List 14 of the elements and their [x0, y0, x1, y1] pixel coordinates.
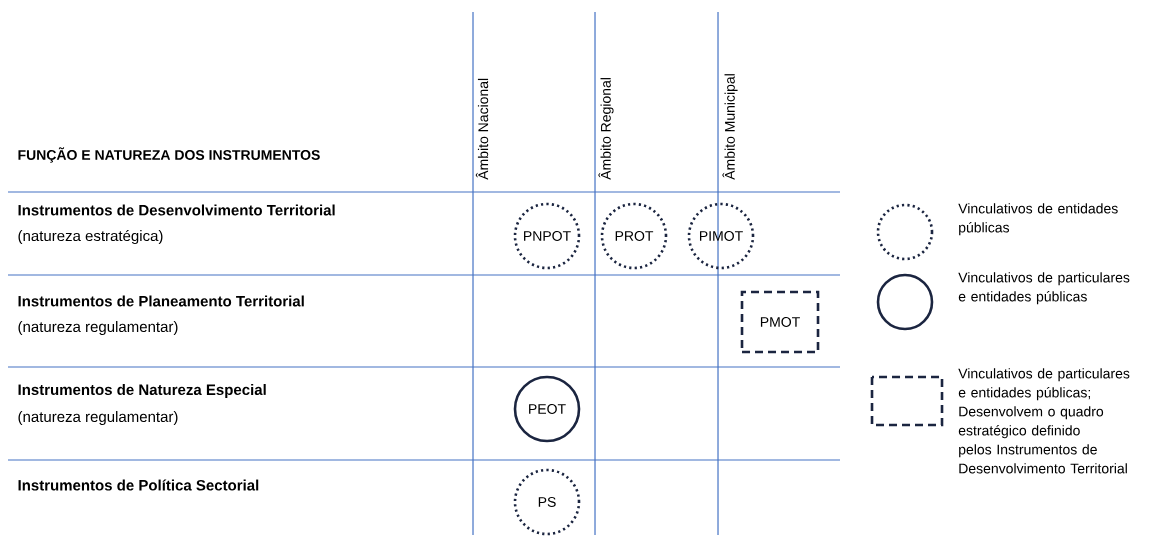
row-heading: Instrumentos de Desenvolvimento Territorial	[18, 204, 335, 216]
legend-text: Vinculativos de entidades públicas	[958, 203, 1118, 236]
row-heading: (natureza regulamentar)	[18, 321, 178, 335]
table-heading: FUNÇÃO E NATUREZA DOS INSTRUMENTOS	[18, 147, 320, 163]
row-heading: (natureza estratégica)	[18, 229, 163, 245]
row-heading: (natureza regulamentar)	[18, 411, 178, 425]
row-heading: Instrumentos de Política Sectorial	[18, 479, 259, 491]
row-heading: Instrumentos de Planeamento Territorial	[18, 295, 304, 307]
column-heading: Âmbito Nacional	[475, 78, 489, 180]
legend-text: Vinculativos de particulares e entidades públicas; Desenvolvem o quadro estratégico definido pelos Instrumentos de Desenvolvimento Territorial	[958, 368, 1130, 474]
column-heading: Âmbito Municipal	[722, 74, 738, 180]
legend-text: Vinculativos de particulares e entidades públicas	[958, 272, 1130, 305]
row-heading: Instrumentos de Natureza Especial	[18, 384, 266, 398]
column-heading: Âmbito Regional	[598, 78, 614, 180]
